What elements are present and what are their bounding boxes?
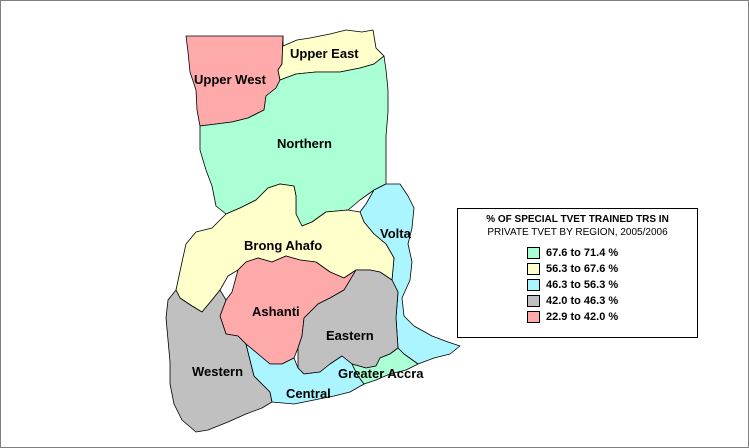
- legend-item: 67.6 to 71.4 %: [527, 245, 691, 260]
- legend-label: 42.0 to 46.3 %: [546, 294, 619, 307]
- legend-items: 67.6 to 71.4 % 56.3 to 67.6 % 46.3 to 56…: [527, 245, 691, 324]
- label-northern: Northern: [277, 136, 332, 151]
- legend-swatch: [527, 262, 540, 275]
- label-central: Central: [286, 386, 331, 401]
- legend-swatch: [527, 294, 540, 307]
- label-western: Western: [192, 364, 243, 379]
- legend-swatch: [527, 278, 540, 291]
- label-upper-east: Upper East: [290, 46, 359, 61]
- label-brong-ahafo: Brong Ahafo: [244, 238, 322, 253]
- legend-subtitle: PRIVATE TVET BY REGION, 2005/2006: [487, 227, 668, 238]
- legend-title: % OF SPECIAL TVET TRAINED TRS IN: [486, 214, 669, 225]
- legend-item: 42.0 to 46.3 %: [527, 293, 691, 308]
- legend-item: 46.3 to 56.3 %: [527, 277, 691, 292]
- legend-label: 56.3 to 67.6 %: [546, 262, 619, 275]
- region-greater-accra[interactable]: [351, 347, 419, 385]
- legend-item: 56.3 to 67.6 %: [527, 261, 691, 276]
- map-legend: % OF SPECIAL TVET TRAINED TRS IN PRIVATE…: [457, 208, 698, 338]
- label-volta: Volta: [380, 226, 412, 241]
- legend-label: 67.6 to 71.4 %: [546, 246, 619, 259]
- legend-label: 22.9 to 42.0 %: [546, 310, 619, 323]
- legend-swatch: [527, 246, 540, 259]
- label-ashanti: Ashanti: [252, 304, 300, 319]
- legend-swatch: [527, 310, 540, 323]
- label-upper-west: Upper West: [194, 72, 267, 87]
- label-greater-accra: Greater Accra: [338, 366, 424, 381]
- legend-label: 46.3 to 56.3 %: [546, 278, 619, 291]
- legend-item: 22.9 to 42.0 %: [527, 309, 691, 324]
- label-eastern: Eastern: [326, 328, 374, 343]
